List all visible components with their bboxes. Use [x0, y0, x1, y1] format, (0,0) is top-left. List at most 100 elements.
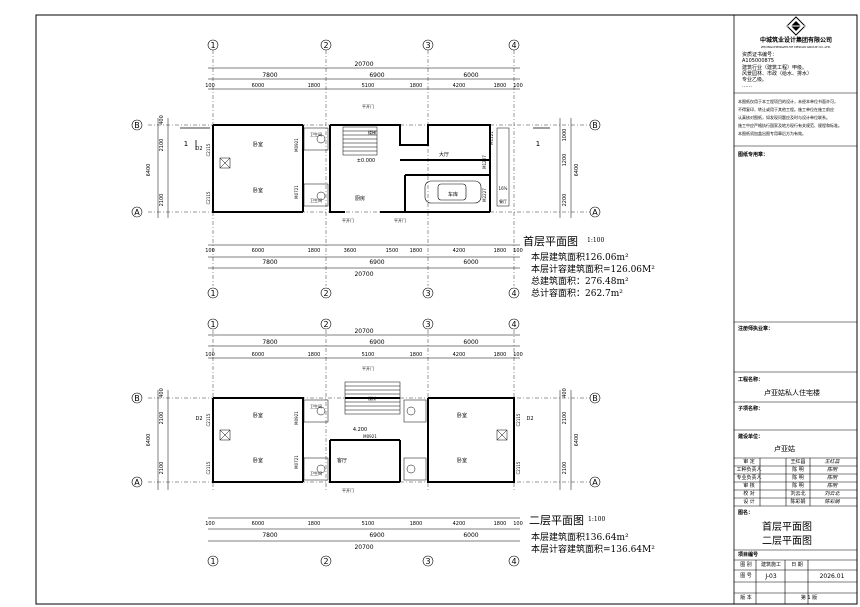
sig-sign: 王红昌: [824, 459, 840, 465]
sig-sign: 陈明: [826, 483, 837, 489]
dim: 5100: [362, 83, 375, 89]
door-mark: D2: [195, 146, 202, 152]
plan1-scale: 1:100: [587, 237, 605, 244]
drawing-label: 图名：: [738, 510, 754, 516]
dim: 4200: [453, 83, 466, 89]
plan1-stat: 总计容面积：262.7m²: [531, 289, 623, 299]
level-mark: ±0.000: [357, 158, 376, 164]
dim: 5100: [362, 521, 375, 527]
axis-label: 1: [210, 320, 215, 329]
door-note: 平开门: [394, 217, 406, 223]
room-label: 大厅: [439, 151, 449, 158]
projno-label: 项目编号: [738, 552, 759, 558]
sig-name: 陈 明: [792, 467, 804, 473]
row-label: A: [592, 478, 598, 487]
row-label: A: [592, 208, 598, 217]
dim: 6000: [252, 248, 265, 254]
sig-name: 刘云北: [790, 491, 806, 497]
sig-role: 设 计: [743, 499, 755, 505]
room-label: 卫生间: [310, 197, 322, 203]
axis-label: 1: [210, 289, 215, 298]
meta-label: 图 号: [740, 573, 752, 579]
dim: 400: [159, 115, 165, 125]
cert-title: 资质证书编号：: [742, 52, 778, 58]
dim-total: 20700: [354, 544, 373, 551]
sig-name: 陈彩娟: [790, 499, 806, 505]
cert-no: A105000875: [742, 58, 775, 64]
stamp-label: 图纸专用章：: [738, 152, 769, 158]
dim: 100: [205, 521, 215, 527]
door-mark: M1121: [489, 131, 494, 145]
meta-label: 日 期: [791, 562, 803, 568]
room-label: 卫生间: [310, 403, 322, 409]
car-icon: [424, 180, 482, 204]
dim: 6400: [146, 434, 152, 447]
dim: 1800: [410, 248, 423, 254]
plan1-stat: 本层计容建筑面积=126.06M²: [531, 265, 655, 275]
dim: 6900: [369, 72, 384, 79]
door-mark: M0921: [294, 411, 299, 425]
sig-role: 审 定: [743, 459, 755, 465]
room-label: 卧室: [253, 187, 263, 194]
dim: 1000: [562, 129, 568, 142]
meta-value: 建筑施工: [760, 562, 781, 568]
dim: 6000: [463, 72, 478, 79]
axis-label: 3: [425, 289, 430, 298]
drawing-name: 首层平面图: [762, 522, 812, 533]
cert-line: 风景园林、市政（给水、排水）: [742, 71, 813, 77]
dim: 100: [513, 248, 523, 254]
dim: 2100: [562, 412, 568, 425]
dim: 6000: [463, 259, 478, 266]
plan2-scale: 1:100: [588, 516, 606, 523]
dim: 6900: [369, 259, 384, 266]
room-label: 卫生间: [310, 470, 322, 476]
dim: 7800: [262, 259, 277, 266]
meta-label: 版 本: [740, 595, 752, 601]
door-mark: C2115: [206, 413, 211, 426]
door-mark: M0921: [363, 434, 377, 439]
company-logo: [786, 16, 806, 36]
door-mark: M0721: [294, 455, 299, 469]
door-mark: C2115: [206, 143, 211, 156]
axis-label: 3: [425, 320, 430, 329]
notice-line: 施工中应严格执行国家及地方现行有关规范、规程和标准。: [738, 123, 842, 128]
dim-total: 20700: [354, 271, 373, 278]
room-label: 卫生间: [310, 131, 322, 137]
first-floor-plan: [131, 39, 601, 299]
axis-label: 4: [511, 320, 516, 329]
notice-line: 本图纸须加盖出图专用章后方为有效。: [738, 131, 806, 136]
title-block-lines: [734, 92, 857, 604]
dim: 6400: [146, 164, 152, 177]
slope-mark: 16%: [499, 186, 508, 191]
client-name: 卢亚姑: [774, 445, 795, 453]
dim-total: 20700: [354, 61, 373, 68]
dim: 2100: [159, 194, 165, 207]
project-name: 卢亚姑私人住宅楼: [764, 389, 820, 397]
dim: 6000: [252, 352, 265, 358]
room-label: 卧室: [253, 141, 263, 148]
dim: 7800: [262, 532, 277, 539]
dim: 1800: [308, 521, 321, 527]
cert-line: 专业乙级。: [742, 77, 768, 83]
door-mark: C2115: [206, 191, 211, 204]
dim: 2100: [159, 462, 165, 475]
axis-label: 1: [210, 41, 215, 50]
door-mark: C2115: [516, 413, 521, 426]
sig-role: 专业负责人: [736, 475, 762, 481]
sig-name: 陈 明: [792, 483, 804, 489]
dim: 100: [513, 521, 523, 527]
drawing-name: 二层平面图: [762, 536, 812, 547]
sig-name: 王红昌: [790, 459, 806, 465]
row-label: B: [134, 394, 140, 403]
axis-label: 4: [511, 41, 516, 50]
dim: 4200: [453, 352, 466, 358]
section-mark: 1: [536, 140, 540, 148]
cert-line: 建筑行业（建筑工程）甲级。: [742, 65, 808, 71]
door-mark: C2115: [516, 461, 521, 474]
company-name-en: ZHONGCHENGZHUYE DESIGN GROUP CO.,LTD.: [760, 45, 832, 49]
dim: 100: [205, 83, 215, 89]
dim: 1800: [308, 352, 321, 358]
dim: 1800: [410, 83, 423, 89]
room-label: 卧室: [253, 457, 263, 464]
plan2-stat: 本层建筑面积136.64m²: [531, 533, 629, 543]
